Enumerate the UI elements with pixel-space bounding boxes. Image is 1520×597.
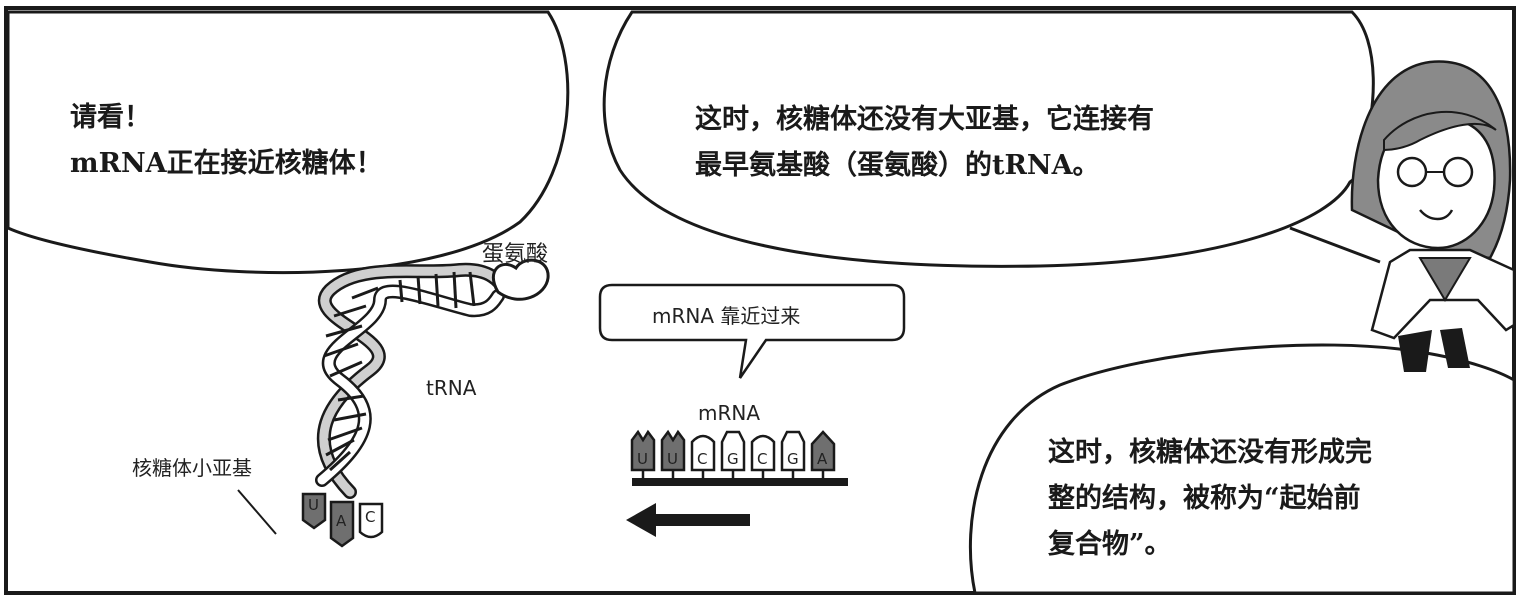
mrna-base-6-letter: G: [787, 450, 799, 468]
mrna-label: mRNA: [698, 401, 761, 425]
trna-base-c: [358, 502, 384, 539]
mrna-base-7-letter: A: [817, 450, 828, 468]
trna-base-u: [301, 492, 327, 530]
bubble-top-right-line2: 最早氨基酸（蛋氨酸）的tRNA。: [695, 150, 1100, 181]
trna-base-u-letter: U: [308, 496, 319, 514]
trna-anticodon: [301, 492, 384, 548]
mrna-callout-box: [598, 283, 906, 379]
scientist-character: [1289, 60, 1516, 372]
trna-base-c-letter: C: [365, 508, 376, 526]
arrow-left-icon: [626, 503, 750, 537]
trna-label: tRNA: [426, 376, 477, 400]
mrna-base-4: [720, 430, 746, 472]
mrna-base-4-letter: G: [727, 450, 739, 468]
bubble-top-right-line1: 这时，核糖体还没有大亚基，它连接有: [695, 104, 1154, 135]
mrna-strand: [630, 429, 848, 486]
mrna-base-2: [660, 429, 686, 472]
bubble-left-text: 请看！ mRNA正在接近核糖体！: [70, 95, 383, 187]
small-subunit-pointer: [237, 489, 277, 535]
mrna-callout-text: mRNA 靠近过来: [652, 304, 801, 328]
mrna-base-2-letter: U: [667, 450, 678, 468]
mrna-base-1: [630, 429, 656, 472]
trna-base-a: [329, 500, 355, 548]
bubble-left-line1: 请看！: [70, 102, 151, 133]
mrna-base-1-letter: U: [637, 450, 648, 468]
mrna-base-3-letter: C: [697, 450, 708, 468]
bubble-top-right-text: 这时，核糖体还没有大亚基，它连接有 最早氨基酸（蛋氨酸）的tRNA。: [695, 97, 1154, 189]
trna-molecule: [315, 262, 512, 499]
methionine-heart-icon: [491, 258, 550, 301]
mrna-base-6: [780, 430, 806, 472]
bubble-bottom-right-line1: 这时，核糖体还没有形成完: [1048, 437, 1372, 468]
bubble-bottom-right-line3: 复合物”。: [1048, 529, 1172, 560]
bubble-bottom-right-text: 这时，核糖体还没有形成完 整的结构，被称为“起始前 复合物”。: [1048, 430, 1372, 568]
bubble-bottom-right-line2: 整的结构，被称为“起始前: [1048, 483, 1361, 514]
small-subunit-label: 核糖体小亚基: [132, 456, 252, 480]
bubble-left-line2: mRNA正在接近核糖体！: [70, 148, 383, 179]
mrna-base-5-letter: C: [757, 450, 768, 468]
mrna-base-7: [810, 430, 836, 472]
amino-acid-label: 蛋氨酸: [482, 242, 549, 267]
mrna-base-5: [750, 434, 776, 472]
mrna-base-3: [690, 434, 716, 472]
trna-base-a-letter: A: [336, 512, 347, 530]
